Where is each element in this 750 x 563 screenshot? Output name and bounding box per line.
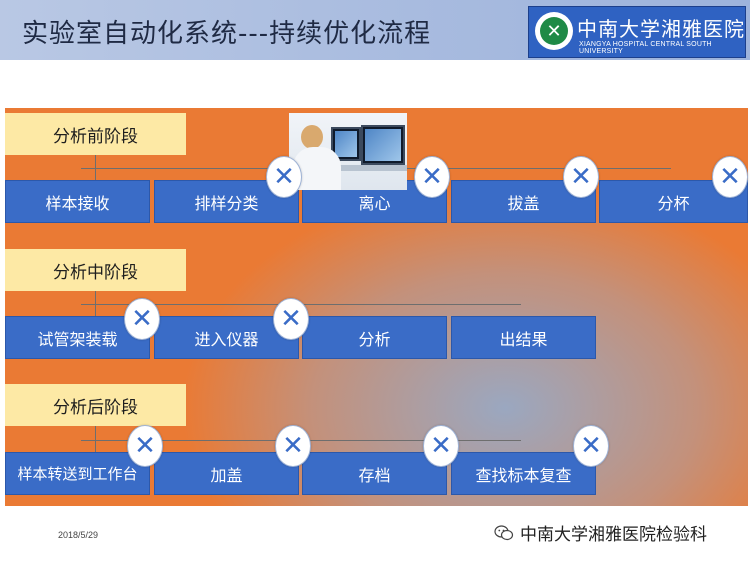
slide-header: 实验室自动化系统---持续优化流程 ✕ 中南大学湘雅医院 XIANGYA HOS… [0,0,750,60]
step-sample-receive: 样本接收 [5,180,150,223]
x-mark-icon: ✕ [423,425,459,467]
footer-org-name: 中南大学湘雅医院检验科 [520,525,707,545]
step-transfer-to-bench: 样本转送到工作台 [5,452,150,495]
footer-watermark: 中南大学湘雅医院检验科 [494,520,707,545]
x-mark-icon: ✕ [414,156,450,198]
x-mark-icon: ✕ [275,425,311,467]
x-mark-icon: ✕ [273,298,309,340]
slide-title: 实验室自动化系统---持续优化流程 [22,19,432,49]
logo-english-name: XIANGYA HOSPITAL CENTRAL SOUTH UNIVERSIT… [579,41,712,55]
step-rack-loading: 试管架装载 [5,316,150,359]
x-mark-icon: ✕ [266,156,302,198]
x-mark-icon: ✕ [127,425,163,467]
x-mark-icon: ✕ [563,156,599,198]
hospital-logo: ✕ 中南大学湘雅医院 XIANGYA HOSPITAL CENTRAL SOUT… [528,6,746,58]
phase-post-analysis: 分析后阶段 [5,384,186,426]
step-analyze: 分析 [302,316,447,359]
step-result: 出结果 [451,316,596,359]
connector [95,426,96,452]
phase-pre-analysis: 分析前阶段 [5,113,186,155]
logo-chinese-name: 中南大学湘雅医院 [577,17,745,41]
step-recap: 加盖 [154,452,299,495]
hospital-emblem-icon: ✕ [535,12,573,50]
x-mark-icon: ✕ [124,298,160,340]
connector [95,291,96,316]
phase-analysis: 分析中阶段 [5,249,186,291]
connector [95,155,96,180]
wechat-icon [494,524,514,540]
x-mark-icon: ✕ [712,156,748,198]
step-archive: 存档 [302,452,447,495]
x-mark-icon: ✕ [573,425,609,467]
step-retrieve-recheck: 查找标本复查 [451,452,596,495]
slide-date: 2018/5/29 [58,530,99,540]
lab-technician-photo [289,113,407,190]
